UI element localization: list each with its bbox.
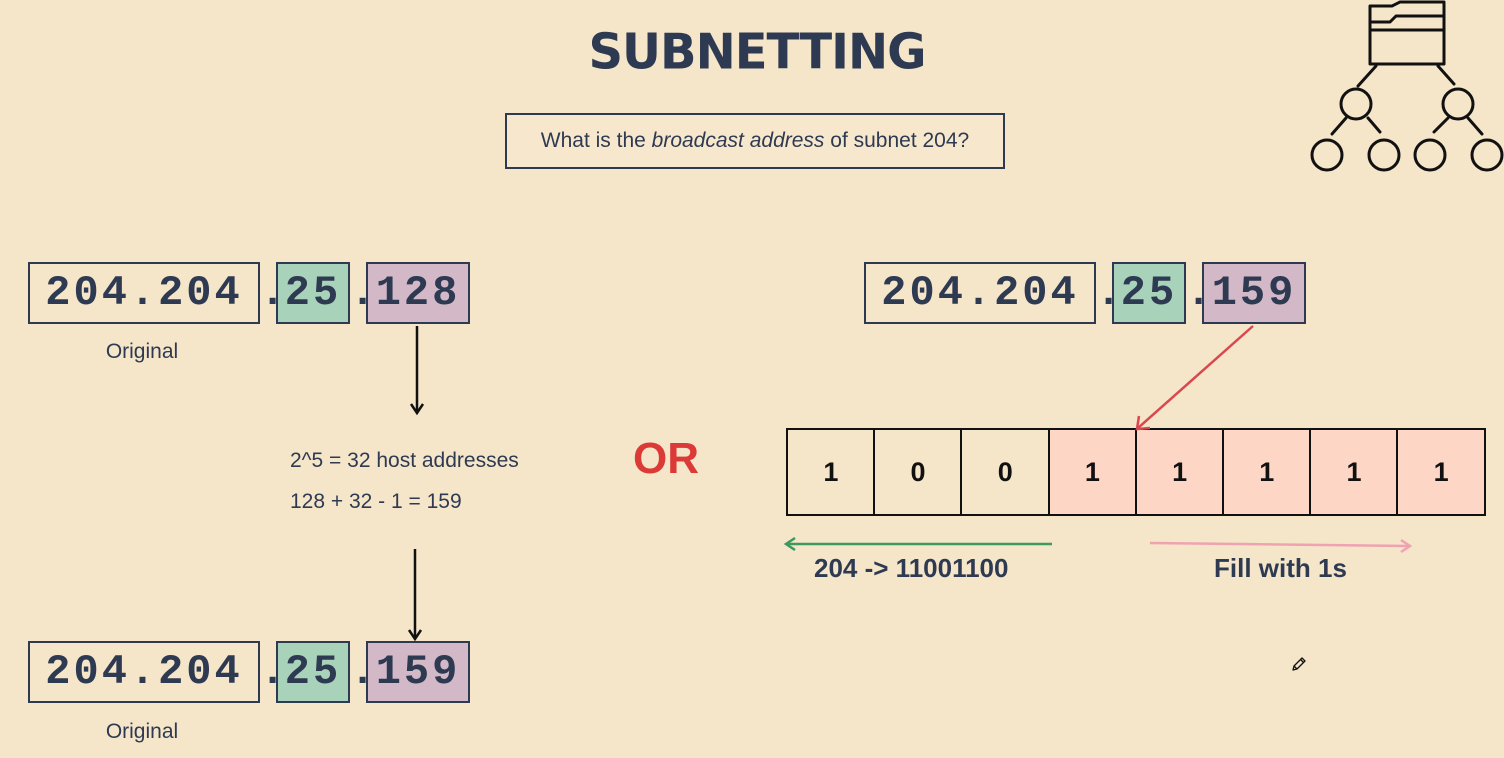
ip-third-octet: 25: [1112, 262, 1186, 324]
bit-cell: 1: [1309, 428, 1399, 516]
ip-fourth-octet: 159: [1202, 262, 1306, 324]
ip-third-octet: 25: [276, 641, 350, 703]
question-prefix: What is the: [540, 129, 652, 152]
green-left-arrow: [783, 536, 1052, 552]
host-count-text: 2^5 = 32 host addresses: [290, 449, 519, 472]
bit-cell: 1: [1221, 428, 1312, 516]
question-emphasis: broadcast address: [651, 129, 825, 152]
bit-cell: 1: [786, 428, 876, 516]
ip-third-octet: 25: [276, 262, 350, 324]
ip-network-prefix: 204.204: [28, 641, 260, 703]
pencil-icon[interactable]: [1290, 655, 1308, 673]
broadcast-ip: 204.204 . 25 . 159: [864, 262, 1306, 324]
ip-network-prefix: 204.204: [28, 262, 260, 324]
original-ip: 204.204 . 25 . 128: [28, 262, 470, 324]
question-box: What is the broadcast address of subnet …: [505, 113, 1005, 169]
result-ip: 204.204 . 25 . 159: [28, 641, 470, 703]
broadcast-calc-text: 128 + 32 - 1 = 159: [290, 490, 462, 513]
page-title: SUBNETTING: [588, 23, 926, 81]
ip-fourth-octet: 159: [366, 641, 470, 703]
bit-cell: 1: [1396, 428, 1486, 516]
question-suffix: of subnet 204?: [824, 129, 970, 152]
folder-tree-icon: [1310, 0, 1504, 172]
binary-conversion-label: 204 -> 11001100: [814, 553, 1009, 583]
pink-right-arrow: [1149, 538, 1413, 554]
fill-ones-label: Fill with 1s: [1214, 553, 1347, 583]
red-diagonal-arrow: [1135, 325, 1254, 431]
down-arrow-1: [409, 326, 425, 416]
bit-cell: 1: [1047, 428, 1138, 516]
bit-cell: 0: [873, 428, 963, 516]
original-caption: Original: [105, 340, 179, 363]
ip-network-prefix: 204.204: [864, 262, 1096, 324]
or-label: OR: [633, 434, 699, 483]
down-arrow-2: [407, 549, 423, 642]
result-caption: Original: [105, 720, 179, 743]
ip-fourth-octet: 128: [366, 262, 470, 324]
